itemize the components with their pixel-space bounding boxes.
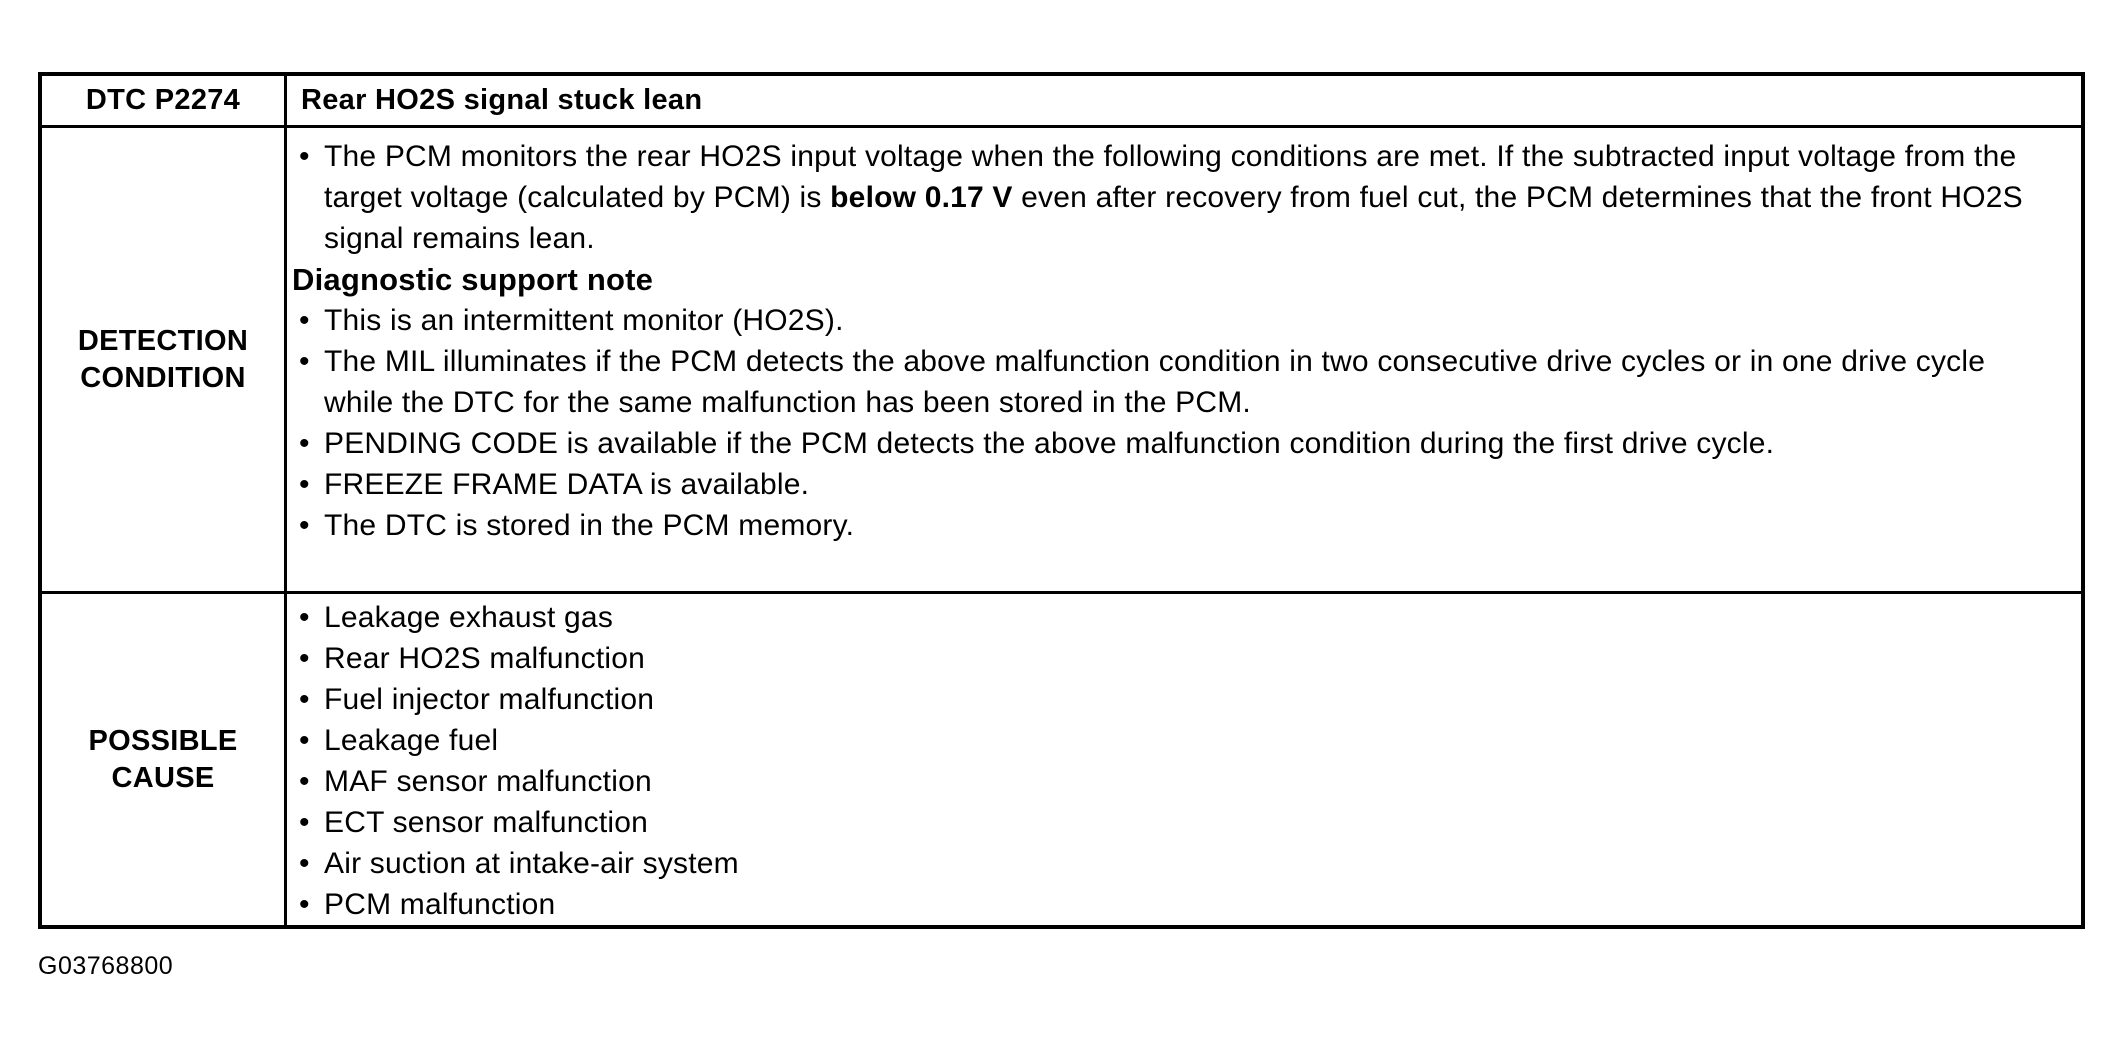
bullet-icon xyxy=(299,505,324,546)
monitor-text-pre: The PCM monitors the rear HO2S input vol… xyxy=(324,140,2017,214)
dtc-header-row: DTC P2274 Rear HO2S signal stuck lean xyxy=(42,76,2081,125)
bullet-icon xyxy=(299,884,324,925)
dtc-code-cell: DTC P2274 xyxy=(42,76,287,125)
support-note-text: This is an intermittent monitor (HO2S). xyxy=(324,304,844,337)
diagnostic-support-note-heading: Diagnostic support note xyxy=(292,262,654,297)
cause-item: MAF sensor malfunction xyxy=(287,761,2041,802)
detection-condition-row: DETECTION CONDITION The PCM monitors the… xyxy=(42,125,2081,591)
figure-id: G03768800 xyxy=(38,952,174,980)
cause-item: Fuel injector malfunction xyxy=(287,679,2041,720)
support-note-item: This is an intermittent monitor (HO2S). xyxy=(287,300,2041,341)
cause-text: Leakage fuel xyxy=(324,724,499,757)
support-note-list: This is an intermittent monitor (HO2S). … xyxy=(287,300,2041,546)
bullet-icon xyxy=(299,423,324,464)
cause-text: MAF sensor malfunction xyxy=(324,765,652,798)
bullet-icon xyxy=(299,802,324,843)
bullet-icon xyxy=(299,341,324,382)
monitor-text-post: even after recovery from fuel cut, the P… xyxy=(324,181,2023,255)
possible-cause-content: Leakage exhaust gas Rear HO2S malfunctio… xyxy=(287,594,2081,925)
detection-condition-content: The PCM monitors the rear HO2S input vol… xyxy=(287,128,2081,591)
detection-condition-label: DETECTION CONDITION xyxy=(42,128,287,591)
cause-text: Rear HO2S malfunction xyxy=(324,642,646,675)
monitor-bullet-list: The PCM monitors the rear HO2S input vol… xyxy=(287,136,2041,259)
possible-cause-row: POSSIBLE CAUSE Leakage exhaust gas Rear … xyxy=(42,591,2081,925)
monitor-bullet-item: The PCM monitors the rear HO2S input vol… xyxy=(287,136,2041,259)
bullet-icon xyxy=(299,761,324,802)
support-note-text: PENDING CODE is available if the PCM det… xyxy=(324,427,1775,460)
bullet-icon xyxy=(299,464,324,505)
support-note-text: The DTC is stored in the PCM memory. xyxy=(324,509,855,542)
cause-text: PCM malfunction xyxy=(324,888,556,921)
bullet-icon xyxy=(299,300,324,341)
bullet-icon xyxy=(299,638,324,679)
possible-cause-label: POSSIBLE CAUSE xyxy=(42,594,287,925)
bullet-icon xyxy=(299,597,324,638)
dtc-table: DTC P2274 Rear HO2S signal stuck lean DE… xyxy=(38,72,2085,929)
cause-text: Fuel injector malfunction xyxy=(324,683,655,716)
support-note-item: The DTC is stored in the PCM memory. xyxy=(287,505,2041,546)
dtc-title-cell: Rear HO2S signal stuck lean xyxy=(301,84,703,116)
cause-item: Rear HO2S malfunction xyxy=(287,638,2041,679)
cause-item: ECT sensor malfunction xyxy=(287,802,2041,843)
bullet-icon xyxy=(299,679,324,720)
cause-text: ECT sensor malfunction xyxy=(324,806,648,839)
support-note-item: PENDING CODE is available if the PCM det… xyxy=(287,423,2041,464)
bullet-icon xyxy=(299,843,324,884)
bullet-icon xyxy=(299,720,324,761)
cause-item: Leakage exhaust gas xyxy=(287,597,2041,638)
cause-text: Leakage exhaust gas xyxy=(324,601,614,634)
cause-item: PCM malfunction xyxy=(287,884,2041,925)
monitor-bullet-text: The PCM monitors the rear HO2S input vol… xyxy=(324,136,2041,259)
threshold-value-bold: below 0.17 V xyxy=(830,181,1013,214)
support-note-text: FREEZE FRAME DATA is available. xyxy=(324,468,810,501)
support-note-item: FREEZE FRAME DATA is available. xyxy=(287,464,2041,505)
cause-text: Air suction at intake-air system xyxy=(324,847,739,880)
support-note-text: The MIL illuminates if the PCM detects t… xyxy=(324,345,1986,419)
support-note-item: The MIL illuminates if the PCM detects t… xyxy=(287,341,2041,423)
bullet-icon xyxy=(299,136,324,177)
cause-item: Air suction at intake-air system xyxy=(287,843,2041,884)
cause-item: Leakage fuel xyxy=(287,720,2041,761)
cause-list: Leakage exhaust gas Rear HO2S malfunctio… xyxy=(287,597,2041,925)
